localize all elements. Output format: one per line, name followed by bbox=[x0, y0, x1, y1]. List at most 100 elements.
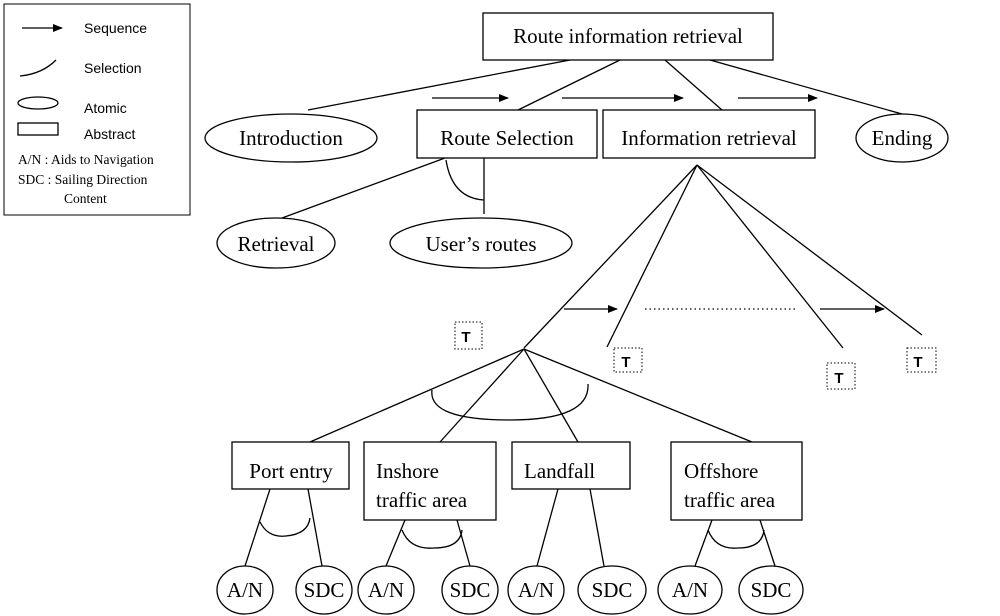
edge-info-retrieval-t1 bbox=[523, 164, 698, 349]
t-marker-4-label: T bbox=[913, 354, 922, 371]
leaf-landfall-sdc-ellipse bbox=[577, 565, 647, 615]
edge-info-retrieval-t2 bbox=[606, 164, 698, 348]
t-marker-4-box bbox=[906, 347, 937, 373]
selection-arc-route-selection bbox=[445, 159, 485, 201]
selection-arc-inshore bbox=[401, 529, 463, 549]
leaf-landfall-an-ellipse bbox=[507, 565, 565, 615]
edge-offshore-sdc bbox=[759, 519, 776, 567]
edge-hub-offshore bbox=[523, 348, 753, 443]
edge-port-entry-an bbox=[244, 488, 271, 567]
selection-arcs bbox=[259, 159, 765, 549]
edge-hub-port-entry bbox=[309, 348, 525, 443]
node-information-retrieval-label: Information retrieval bbox=[621, 126, 797, 150]
edge-route-selection-retrieval bbox=[281, 157, 446, 219]
edge-inshore-sdc bbox=[456, 519, 471, 567]
node-offshore-label-line1: Offshore bbox=[684, 459, 758, 483]
node-root-box bbox=[482, 12, 774, 61]
node-information-retrieval: Information retrieval bbox=[602, 109, 816, 159]
leaf-inshore-an-ellipse bbox=[357, 565, 415, 615]
t-marker-2: T bbox=[613, 347, 643, 373]
leaf-landfall-sdc: SDC bbox=[577, 565, 647, 615]
node-port-entry-label: Port entry bbox=[249, 459, 333, 483]
leaf-offshore-an: A/N bbox=[657, 565, 723, 615]
leaf-inshore-sdc-label: SDC bbox=[450, 578, 491, 602]
t-marker-2-box bbox=[613, 347, 643, 373]
leaf-offshore-sdc: SDC bbox=[738, 565, 804, 615]
legend-abstract-label: Abstract bbox=[84, 126, 135, 142]
leaf-landfall-sdc-label: SDC bbox=[592, 578, 633, 602]
node-inshore-box bbox=[363, 441, 497, 521]
leaf-port-entry-sdc: SDC bbox=[295, 565, 353, 615]
edge-info-retrieval-t3 bbox=[696, 164, 844, 349]
legend-atomic-ellipse-icon bbox=[17, 96, 59, 110]
legend-selection-label: Selection bbox=[84, 60, 142, 76]
leaf-offshore-an-ellipse bbox=[657, 565, 723, 615]
leaf-port-entry-sdc-ellipse bbox=[295, 565, 353, 615]
node-retrieval-label: Retrieval bbox=[238, 232, 315, 256]
leaf-offshore-sdc-ellipse bbox=[738, 565, 804, 615]
node-landfall: Landfall bbox=[511, 441, 631, 490]
node-inshore-label-line2: traffic area bbox=[376, 488, 468, 512]
node-root-label: Route information retrieval bbox=[513, 24, 743, 48]
node-users-routes: User’s routes bbox=[389, 217, 573, 269]
leaf-inshore-sdc: SDC bbox=[441, 565, 499, 615]
edge-root-information-retrieval bbox=[664, 59, 723, 111]
node-introduction: Introduction bbox=[204, 113, 378, 163]
node-users-routes-ellipse bbox=[389, 217, 573, 269]
legend-note-sdc: SDC : Sailing Direction bbox=[18, 172, 148, 187]
node-information-retrieval-box bbox=[602, 109, 816, 159]
legend-abstract-rect-icon bbox=[17, 122, 59, 136]
selection-arc-port-entry bbox=[259, 517, 311, 537]
edge-root-ending bbox=[709, 59, 903, 115]
node-offshore-box bbox=[670, 441, 803, 521]
t-marker-3-box bbox=[826, 362, 856, 390]
node-ending: Ending bbox=[855, 113, 949, 163]
node-introduction-ellipse bbox=[204, 113, 378, 163]
node-introduction-label: Introduction bbox=[239, 126, 343, 150]
edge-inshore-an bbox=[385, 519, 406, 567]
node-offshore-traffic-area: Offshore traffic area bbox=[670, 441, 803, 521]
legend-note-sdc-content: Content bbox=[64, 191, 107, 206]
leaf-inshore-an-label: A/N bbox=[368, 578, 404, 602]
edge-root-route-selection bbox=[517, 59, 621, 111]
edge-hub-inshore bbox=[439, 348, 525, 443]
leaf-inshore-an: A/N bbox=[357, 565, 415, 615]
leaf-landfall-an: A/N bbox=[507, 565, 565, 615]
node-offshore-label-line2: traffic area bbox=[684, 488, 776, 512]
selection-arc-offshore bbox=[707, 529, 765, 549]
node-landfall-box bbox=[511, 441, 631, 490]
node-port-entry-box bbox=[231, 441, 350, 490]
legend-note-an: A/N : Aids to Navigation bbox=[18, 152, 154, 167]
node-retrieval: Retrieval bbox=[216, 217, 336, 269]
node-route-selection-box bbox=[416, 109, 598, 159]
leaf-port-entry-an: A/N bbox=[216, 565, 274, 615]
leaf-offshore-an-label: A/N bbox=[672, 578, 708, 602]
t-marker-3-label: T bbox=[834, 370, 843, 387]
edge-port-entry-sdc bbox=[307, 488, 323, 567]
node-inshore-label-line1: Inshore bbox=[376, 459, 439, 483]
node-port-entry: Port entry bbox=[231, 441, 350, 490]
node-ending-ellipse bbox=[855, 113, 949, 163]
node-users-routes-label: User’s routes bbox=[425, 232, 536, 256]
node-route-selection-label: Route Selection bbox=[440, 126, 574, 150]
node-landfall-label: Landfall bbox=[524, 459, 595, 483]
legend: Sequence Selection Atomic Abstract A/N :… bbox=[3, 3, 191, 216]
node-root: Route information retrieval bbox=[482, 12, 774, 61]
t-marker-3: T bbox=[826, 362, 856, 390]
sequence-arrows bbox=[432, 94, 885, 313]
legend-atomic-label: Atomic bbox=[84, 100, 127, 116]
t-marker-2-label: T bbox=[621, 354, 630, 371]
t-marker-4: T bbox=[906, 347, 937, 373]
edge-hub-landfall bbox=[523, 348, 579, 443]
edge-landfall-sdc bbox=[589, 488, 605, 567]
legend-selection-arc-icon bbox=[19, 59, 57, 77]
edge-root-introduction bbox=[307, 59, 571, 111]
edge-landfall-an bbox=[536, 488, 559, 567]
node-ending-label: Ending bbox=[872, 126, 933, 150]
selection-arc-areas bbox=[431, 383, 589, 421]
legend-sequence-label: Sequence bbox=[84, 20, 147, 36]
leaf-inshore-sdc-ellipse bbox=[441, 565, 499, 615]
leaf-offshore-sdc-label: SDC bbox=[751, 578, 792, 602]
leaf-port-entry-sdc-label: SDC bbox=[304, 578, 345, 602]
